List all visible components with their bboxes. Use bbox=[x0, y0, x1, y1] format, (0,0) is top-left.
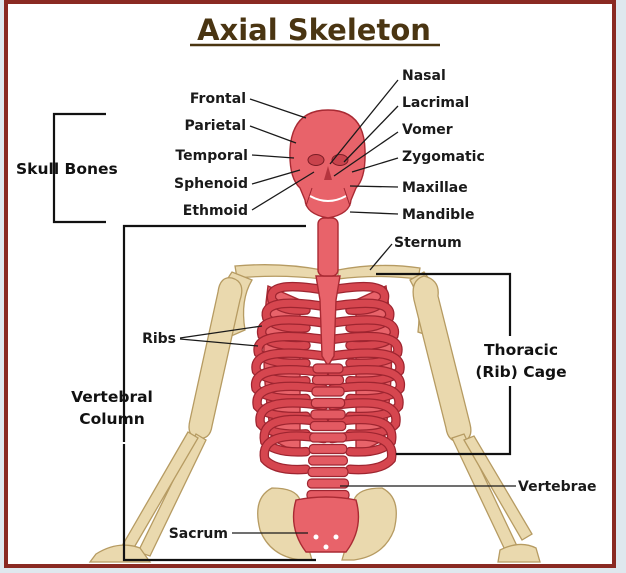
vertebra bbox=[311, 399, 344, 408]
label-nasal: Nasal bbox=[402, 68, 446, 84]
label-vomer: Vomer bbox=[402, 122, 453, 138]
label-thoracic-cage-line2: (Rib) Cage bbox=[475, 363, 566, 381]
vertebra bbox=[308, 468, 348, 477]
leader-mandible bbox=[350, 212, 398, 214]
label-vertebrae: Vertebrae bbox=[518, 479, 597, 495]
label-sternum: Sternum bbox=[394, 235, 462, 251]
sacrum-foramen bbox=[324, 545, 329, 550]
label-sacrum: Sacrum bbox=[169, 526, 228, 542]
left-clavicle bbox=[235, 265, 322, 279]
vertebra bbox=[313, 364, 343, 373]
label-temporal: Temporal bbox=[175, 148, 248, 164]
diagram-title: Axial Skeleton bbox=[197, 13, 431, 47]
vertebra bbox=[310, 422, 346, 431]
label-skull-bones: Skull Bones bbox=[16, 160, 118, 178]
label-ethmoid: Ethmoid bbox=[183, 203, 248, 219]
vertebra bbox=[309, 456, 348, 465]
label-mandible: Mandible bbox=[402, 207, 474, 223]
vertebra bbox=[309, 445, 347, 454]
label-sphenoid: Sphenoid bbox=[174, 176, 248, 192]
vertebra bbox=[312, 387, 344, 396]
label-frontal: Frontal bbox=[190, 91, 246, 107]
label-maxillae: Maxillae bbox=[402, 180, 468, 196]
right-clavicle bbox=[338, 265, 420, 279]
sacrum-foramen bbox=[314, 535, 319, 540]
sacrum-foramen bbox=[334, 535, 339, 540]
cervical-spine bbox=[318, 218, 338, 276]
leader-temporal bbox=[252, 155, 294, 158]
label-parietal: Parietal bbox=[185, 118, 246, 134]
label-zygomatic: Zygomatic bbox=[402, 149, 485, 165]
leader-parietal bbox=[250, 126, 296, 143]
vertebra bbox=[310, 433, 347, 442]
label-thoracic-cage-line1: Thoracic bbox=[484, 341, 558, 359]
vertebra bbox=[311, 410, 345, 419]
label-vertebral-column-line1: Vertebral bbox=[71, 388, 153, 406]
left-humerus bbox=[189, 278, 242, 438]
label-vertebral-column-line2: Column bbox=[79, 410, 145, 428]
right-humerus bbox=[413, 276, 471, 442]
left-orbit bbox=[308, 155, 324, 166]
leader-frontal bbox=[250, 99, 306, 118]
sacrum-bone bbox=[294, 497, 359, 552]
label-lacrimal: Lacrimal bbox=[402, 95, 469, 111]
vertebra bbox=[312, 376, 343, 385]
skull bbox=[290, 110, 365, 218]
label-ribs: Ribs bbox=[142, 331, 176, 347]
